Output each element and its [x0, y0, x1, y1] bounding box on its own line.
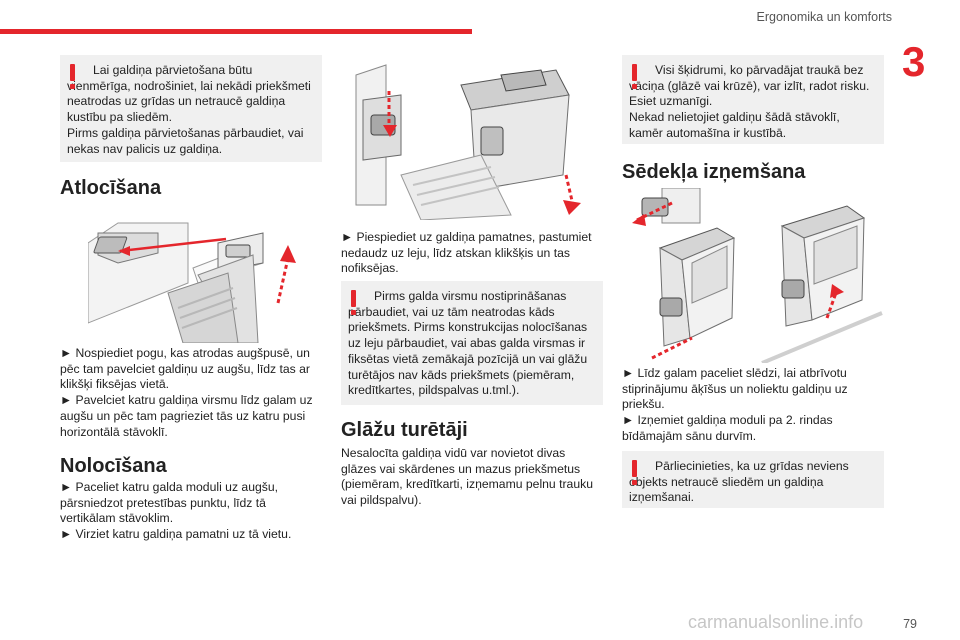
warning-text: Pirms galdiņa pārvietošanas pārbaudiet, … [67, 125, 304, 156]
warning-note-removal: Pārliecinieties, ka uz grīdas neviens ob… [622, 451, 884, 508]
warning-icon [68, 64, 77, 90]
seat-removal-instructions: ► Līdz galam paceliet slēdzi, lai atbrīv… [622, 366, 884, 445]
fold-step-1: ► Paceliet katru galda moduli uz augšu, … [60, 480, 279, 526]
unfold-step-2: ► Pavelciet katru galdiņa virsmu līdz ga… [60, 393, 313, 439]
section-heading-unfold: Atlocīšana [60, 177, 162, 199]
fold-instructions: ► Paceliet katru galda moduli uz augšu, … [60, 480, 322, 543]
removal-step-2: ► Izņemiet galdiņa moduli pa 2. rindas b… [622, 413, 833, 443]
section-heading-cup-holders: Glāžu turētāji [341, 419, 468, 441]
unfold-instructions: ► Nospiediet pogu, kas atrodas augšpusē,… [60, 346, 322, 440]
warning-note-movement: Lai galdiņa pārvietošana būtu vienmērīga… [60, 55, 322, 162]
section-heading-seat-removal: Sēdekļa izņemšana [622, 161, 806, 183]
warning-note-liquids: Visi šķidrumi, ko pārvadājat traukā bez … [622, 55, 884, 144]
seat-removal-illustration [622, 188, 884, 363]
unfold-step-1: ► Nospiediet pogu, kas atrodas augšpusē,… [60, 346, 310, 392]
warning-text: Nekad nelietojiet galdiņu šādā stāvoklī,… [629, 110, 840, 140]
push-step: ► Piespiediet uz galdiņa pamatnes, pastu… [341, 230, 592, 276]
removal-step-1: ► Līdz galam paceliet slēdzi, lai atbrīv… [622, 366, 848, 412]
cup-holders-text: Nesalocīta galdiņa vidū var novietot div… [341, 446, 593, 508]
page-number: 79 [903, 617, 917, 631]
warning-text: Pārliecinieties, ka uz grīdas neviens ob… [629, 459, 849, 505]
header-accent-rule [0, 29, 472, 34]
warning-icon [349, 290, 358, 316]
warning-note-folding: Pirms galda virsmu nostiprināšanas pārba… [341, 281, 603, 405]
section-heading-fold: Nolocīšana [60, 455, 167, 477]
warning-icon [630, 64, 639, 90]
fold-step-2: ► Virziet katru galdiņa pamatni uz tā vi… [60, 527, 292, 542]
warning-text: Lai galdiņa pārvietošana būtu vienmērīga… [67, 63, 311, 125]
warning-icon [630, 460, 639, 486]
chapter-number: 3 [902, 38, 926, 85]
page-header-title: Ergonomika un komforts [756, 10, 892, 24]
unfold-illustration [88, 213, 320, 343]
watermark: carmanualsonline.info [688, 612, 864, 632]
warning-text: Visi šķidrumi, ko pārvadājat traukā bez … [629, 63, 870, 109]
warning-text: Pirms galda virsmu nostiprināšanas pārba… [348, 289, 588, 398]
fold-illustration [341, 55, 603, 220]
